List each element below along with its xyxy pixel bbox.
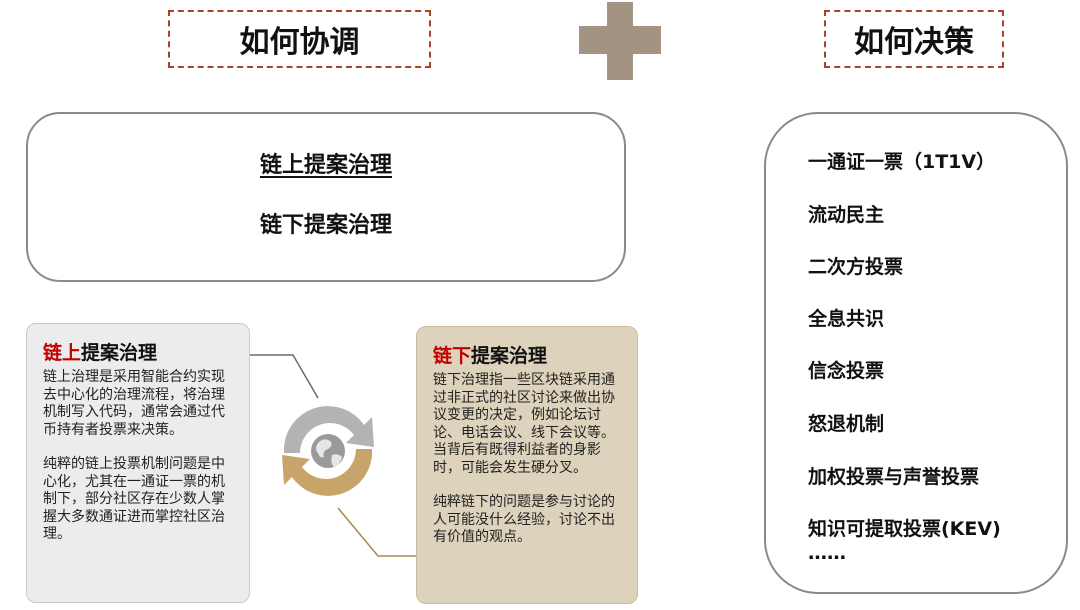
decision-mechanisms-box: 一通证一票（1T1V） 流动民主 二次方投票 全息共识 信念投票 怒退机制 加权…: [764, 112, 1068, 594]
decision-item: 怒退机制: [808, 413, 885, 435]
onchain-governance-card: 链上提案治理 链上治理是采用智能合约实现去中心化的治理流程，将治理机制写入代码，…: [26, 323, 250, 603]
decision-item: 二次方投票: [808, 256, 904, 278]
offchain-card-title-rest: 提案治理: [471, 345, 548, 367]
governance-types-box: 链上提案治理 链下提案治理: [26, 112, 626, 282]
cycle-arrows-globe-icon: [282, 406, 374, 496]
onchain-card-paragraph: 纯粹的链上投票机制问题是中心化，尤其在一通证一票的机制下，部分社区存在少数人掌握…: [43, 456, 225, 542]
onchain-card-title: 链上提案治理: [43, 338, 233, 365]
plus-icon-bar: [579, 26, 661, 54]
decision-item: 加权投票与声誉投票: [808, 466, 980, 488]
decision-title-text: 如何决策: [854, 25, 974, 60]
offchain-card-paragraph: 链下治理指一些区块链采用通过非正式的社区讨论来做出协议变更的决定，例如论坛讨论、…: [433, 372, 615, 476]
offchain-governance-card: 链下提案治理 链下治理指一些区块链采用通过非正式的社区讨论来做出协议变更的决定，…: [416, 326, 638, 604]
connector-line-onchain: [250, 354, 319, 399]
offchain-card-title: 链下提案治理: [433, 341, 621, 368]
coordination-title: 如何协调: [168, 10, 431, 68]
decision-item-ellipsis: ……: [808, 542, 846, 564]
onchain-governance-label: 链上提案治理: [259, 153, 392, 178]
offchain-card-title-highlight: 链下: [433, 345, 472, 367]
decision-item: 流动民主: [808, 204, 885, 226]
coordination-title-text: 如何协调: [239, 25, 360, 60]
onchain-card-title-highlight: 链上: [43, 342, 82, 364]
decision-item: 全息共识: [808, 308, 885, 330]
decision-item: 信念投票: [808, 360, 885, 382]
connector-line-offchain: [337, 507, 416, 557]
onchain-card-title-rest: 提案治理: [81, 342, 158, 364]
decision-title: 如何决策: [824, 10, 1004, 68]
onchain-card-paragraph: 链上治理是采用智能合约实现去中心化的治理流程，将治理机制写入代码，通常会通过代币…: [43, 369, 225, 438]
decision-item: 知识可提取投票(KEV): [808, 518, 1001, 540]
offchain-governance-label: 链下提案治理: [259, 213, 392, 238]
offchain-card-paragraph: 纯粹链下的问题是参与讨论的人可能没什么经验，讨论不出有价值的观点。: [433, 494, 615, 545]
decision-item: 一通证一票（1T1V）: [808, 151, 996, 173]
